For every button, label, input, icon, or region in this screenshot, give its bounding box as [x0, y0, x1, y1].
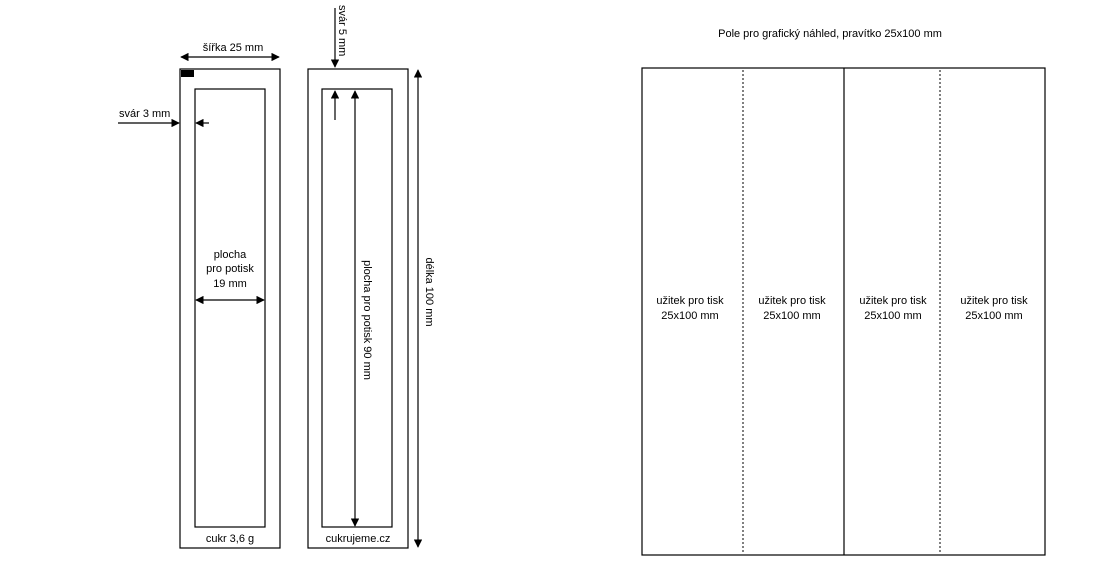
print-area-line2: pro potisk: [206, 263, 254, 275]
preview-title: Pole pro grafický náhled, pravítko 25x10…: [718, 28, 942, 40]
preview-cell-3-line1: užitek pro tisk: [859, 295, 927, 307]
print-area-line1: plocha: [214, 249, 247, 261]
left-template: šířka 25 mm svár 3 mm plocha pro potisk …: [118, 42, 281, 549]
right-bottom-label: cukrujeme.cz: [326, 533, 391, 545]
left-outer-frame: [179, 68, 281, 549]
preview-cell-2-line1: užitek pro tisk: [758, 295, 826, 307]
seal-side-label: svár 3 mm: [119, 108, 170, 120]
preview-cell-4-line1: užitek pro tisk: [960, 295, 1028, 307]
preview-field: Pole pro grafický náhled, pravítko 25x10…: [641, 28, 1046, 556]
length-label: délka 100 mm: [423, 257, 435, 326]
left-inner-print-area: [194, 88, 266, 528]
right-outer-frame: [307, 68, 409, 549]
preview-cell-1-line2: 25x100 mm: [661, 310, 718, 322]
preview-cell-3-line2: 25x100 mm: [864, 310, 921, 322]
print-area-line3: 19 mm: [213, 278, 247, 290]
left-black-mark: [181, 70, 194, 77]
preview-cell-4-line2: 25x100 mm: [965, 310, 1022, 322]
print-length-label: plocha pro potisk 90 mm: [361, 260, 373, 380]
left-bottom-label: cukr 3,6 g: [206, 533, 254, 545]
seal-top-label: svár 5 mm: [336, 5, 348, 56]
right-inner-print-area: [321, 88, 393, 528]
width-label: šířka 25 mm: [203, 42, 264, 54]
preview-cell-2-line2: 25x100 mm: [763, 310, 820, 322]
right-template: svár 5 mm plocha pro potisk 90 mm délka …: [307, 5, 435, 549]
preview-cell-1-line1: užitek pro tisk: [656, 295, 724, 307]
